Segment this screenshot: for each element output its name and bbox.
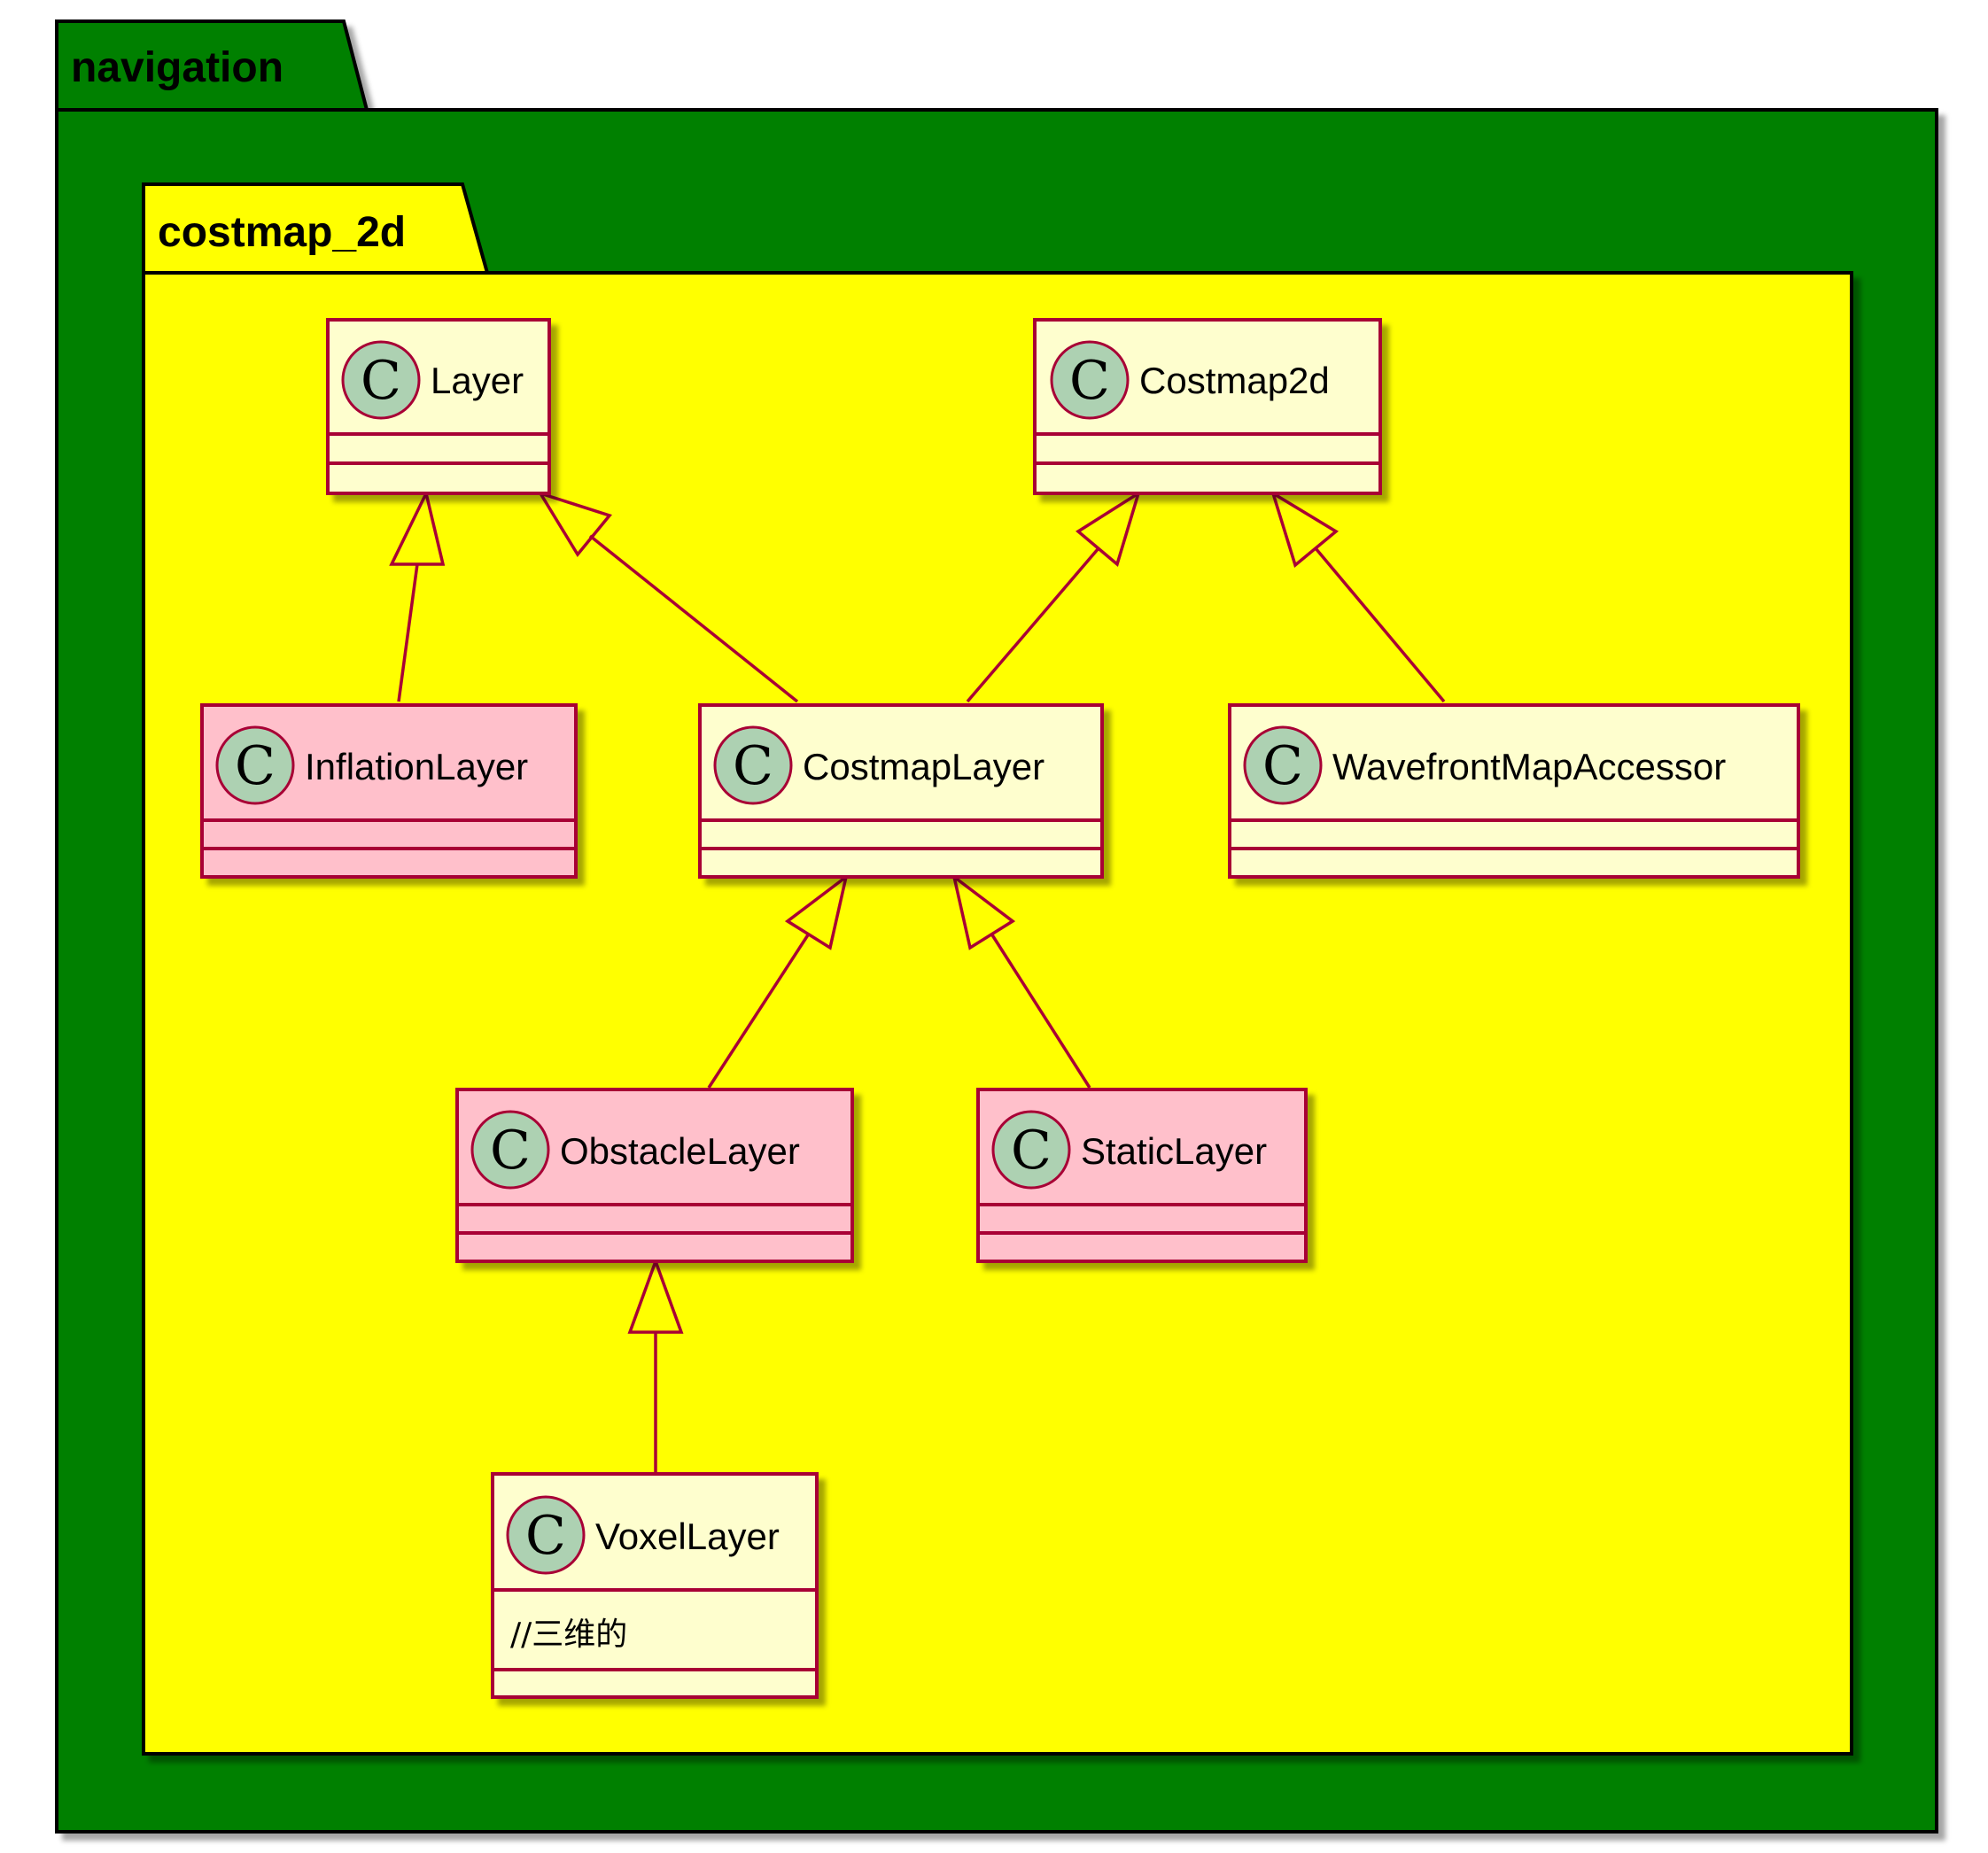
package-costmap-2d-label: costmap_2d [158,209,406,256]
class-icon-letter: C [361,350,401,412]
package-costmap-2d[interactable]: costmap_2d [142,182,1853,1756]
edge-staticlayer-to-costmaplayer [951,872,1091,1089]
package-costmap-2d-body [142,271,1853,1756]
class-wavefrontmapaccessor-name: WavefrontMapAccessor [1332,746,1726,787]
class-layer-name: Layer [431,360,524,401]
class-icon [470,1110,550,1190]
class-obstaclelayer-name: ObstacleLayer [560,1130,800,1172]
class-icon-letter: C [1011,1120,1052,1182]
edge-voxellayer-to-obstaclelayer [627,1256,684,1472]
class-voxellayer-note: //三维的 [510,1617,627,1653]
class-layer[interactable]: C Layer [326,318,551,495]
class-icon [1243,725,1323,805]
class-icon-letter: C [235,735,276,797]
class-costmap2d[interactable]: C Costmap2d [1033,318,1382,495]
class-icon-letter: C [490,1120,531,1182]
class-icon [506,1495,586,1575]
class-wavefrontmapaccessor-box [1228,703,1800,879]
class-costmaplayer-name: CostmapLayer [803,746,1044,787]
class-icon-letter: C [1262,735,1303,797]
class-icon-letter: C [525,1505,566,1567]
edge-costmaplayer-to-layer [537,490,799,703]
class-icon [713,725,793,805]
edge-wavefront-to-costmap2d [1270,490,1446,703]
class-costmap2d-name: Costmap2d [1139,360,1330,401]
inheritance-edges [389,488,1446,1472]
edge-obstaclelayer-to-costmaplayer [707,872,849,1089]
class-icon-letter: C [733,735,773,797]
edge-costmaplayer-to-costmap2d [966,490,1142,703]
edge-inflationlayer-to-layer [389,488,446,702]
class-staticlayer-name: StaticLayer [1081,1130,1267,1172]
class-voxellayer-name: VoxelLayer [595,1516,780,1557]
class-voxellayer[interactable]: C VoxelLayer //三维的 [491,1472,819,1699]
class-staticlayer[interactable]: C StaticLayer [976,1088,1308,1263]
class-inflationlayer[interactable]: C InflationLayer [200,703,578,879]
package-navigation-label: navigation [71,44,283,91]
class-inflationlayer-name: InflationLayer [305,746,528,787]
class-obstaclelayer[interactable]: C ObstacleLayer [455,1088,854,1263]
class-icon [1050,340,1130,420]
class-icon-letter: C [1069,350,1110,412]
class-costmaplayer[interactable]: C CostmapLayer [698,703,1104,879]
class-icon [215,725,295,805]
class-wavefrontmapaccessor[interactable]: C WavefrontMapAccessor [1228,703,1800,879]
class-icon [341,340,421,420]
class-icon [991,1110,1071,1190]
